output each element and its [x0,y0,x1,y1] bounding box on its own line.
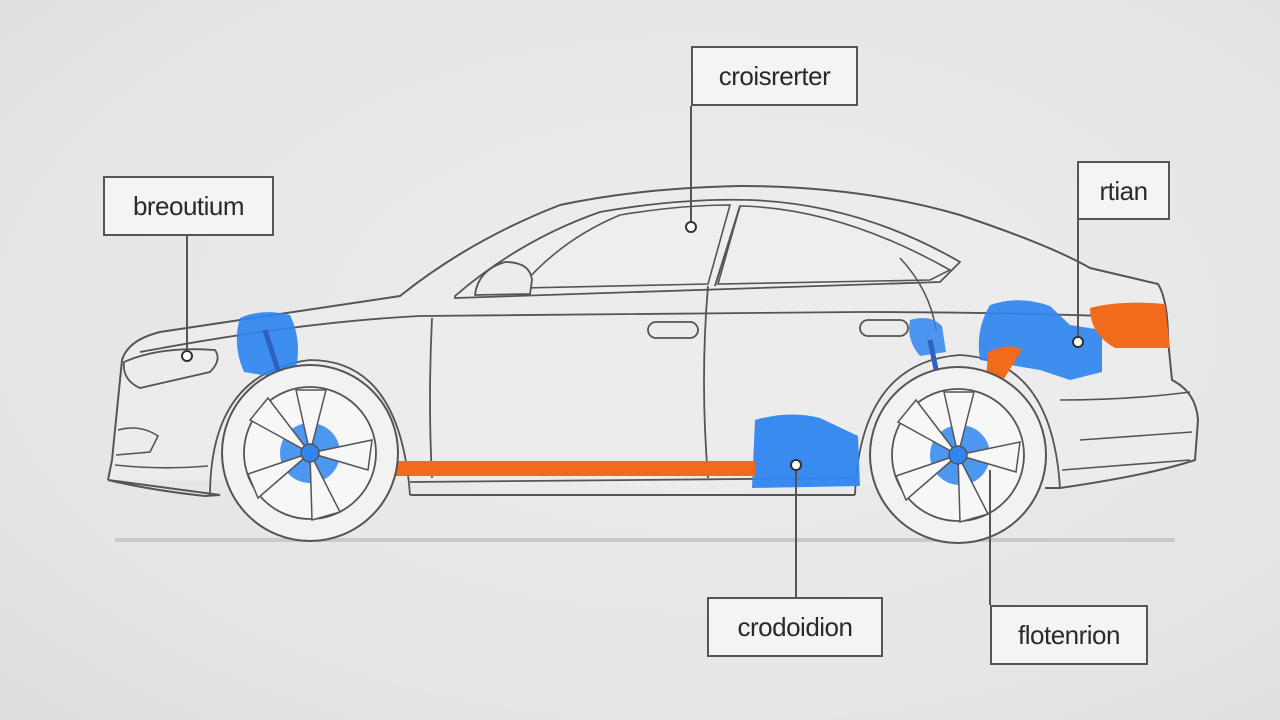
tail-lamp-highlight [1090,302,1170,348]
front-wheel-arch [209,359,411,497]
dot-right [1072,336,1084,348]
front-spokes [246,389,373,521]
front-bumper-detail [114,427,209,469]
callout-right-text: rtian [1099,175,1148,206]
front-door-outline [429,285,709,479]
front-hub [300,443,320,463]
rear-strut-highlight [909,318,946,356]
callout-top: croisrerter [691,46,858,106]
rear-bumper-detail [1059,391,1193,471]
b-pillar [714,205,741,287]
fuel-line-highlight [370,461,755,476]
headlight [122,348,219,389]
rear-wheel-arch [854,354,1061,496]
callout-right: rtian [1077,161,1170,220]
callout-left-text: breoutium [132,191,245,221]
callout-left: breoutium [103,176,274,236]
callout-bottom-center-text: crodoidion [737,612,853,642]
leader-lines [186,106,1079,605]
rear-hub [948,445,968,465]
leader-dots [181,221,1084,471]
rear-wheel [869,366,1047,544]
rear-spokes [894,391,1021,523]
greenhouse-outline [454,198,962,299]
side-mirror [473,261,533,296]
center-module-highlight [752,414,860,488]
dot-bottom-a [790,459,802,471]
callout-bottom-center: crodoidion [707,597,883,657]
callout-bottom-right-text: flotenrion [1018,620,1120,650]
callout-bottom-right: flotenrion [990,605,1148,665]
front-wheel [221,364,399,542]
front-door-handle [647,321,699,339]
callout-top-text: croisrerter [718,61,831,91]
dot-top [685,221,697,233]
rear-window [716,205,952,285]
dot-left [181,350,193,362]
rear-door-handle [859,319,909,337]
front-window [518,204,732,289]
